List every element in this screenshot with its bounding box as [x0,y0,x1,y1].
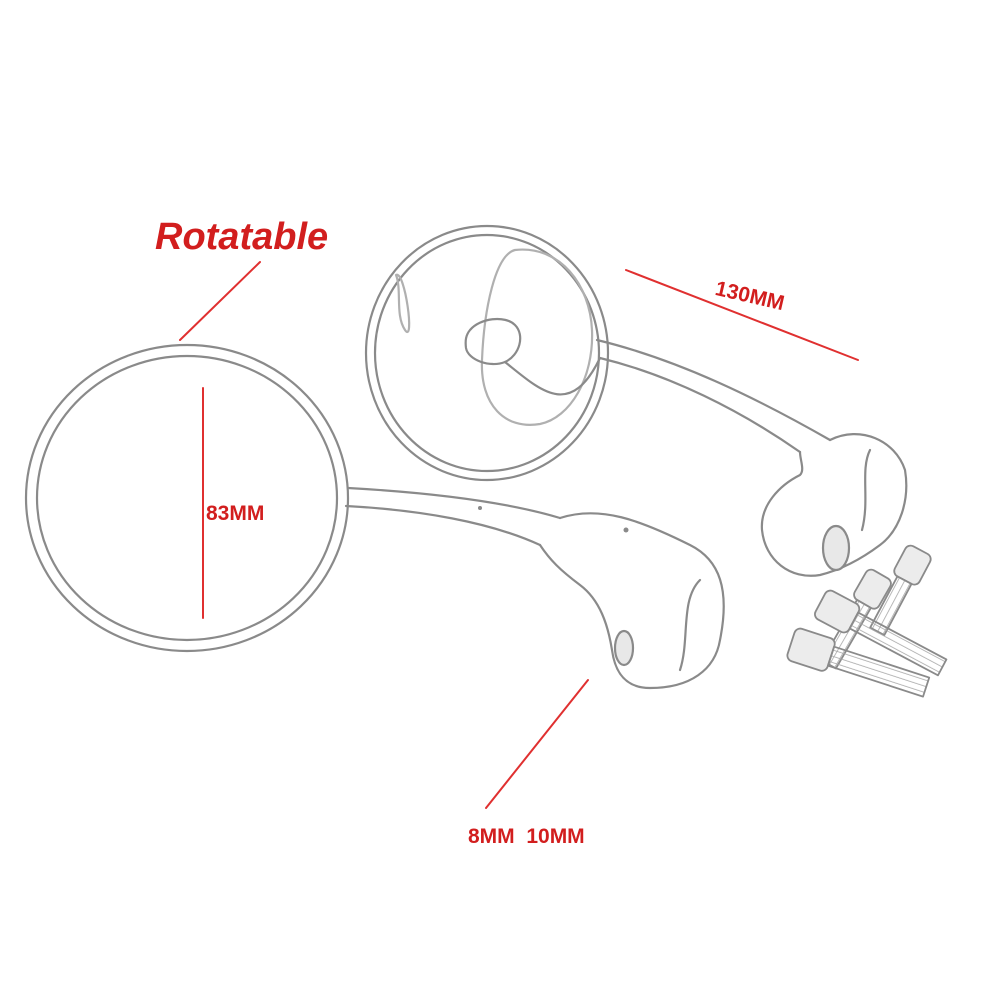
left-mirror-icon [24,343,725,690]
bolt-sizes-label: 8MM 10MM [468,825,585,848]
bolts-icon [786,544,948,698]
rotatable-leader-line [179,261,261,341]
bolt-leader-line [485,679,589,809]
left-mirror-mount [538,512,725,690]
right-mirror-mount [760,433,908,577]
annotation-lines [179,261,859,809]
right-mirror-inner-ring [373,233,601,473]
bolt-4 [786,627,931,698]
rotatable-label: Rotatable [155,216,329,258]
bolt-3 [814,589,948,677]
bolt-1 [869,544,932,636]
left-mirror-inner-ring [35,354,339,642]
diameter-label: 83MM [206,502,265,525]
left-mirror-stem [346,486,562,520]
left-mirror-outer-ring [24,343,350,653]
right-mirror-stem [595,338,832,442]
right-mirror-outer-ring [364,224,610,482]
right-mirror-icon [364,224,908,577]
right-mirror-back-plate [480,248,594,426]
arm-length-dimension-line [625,269,859,361]
